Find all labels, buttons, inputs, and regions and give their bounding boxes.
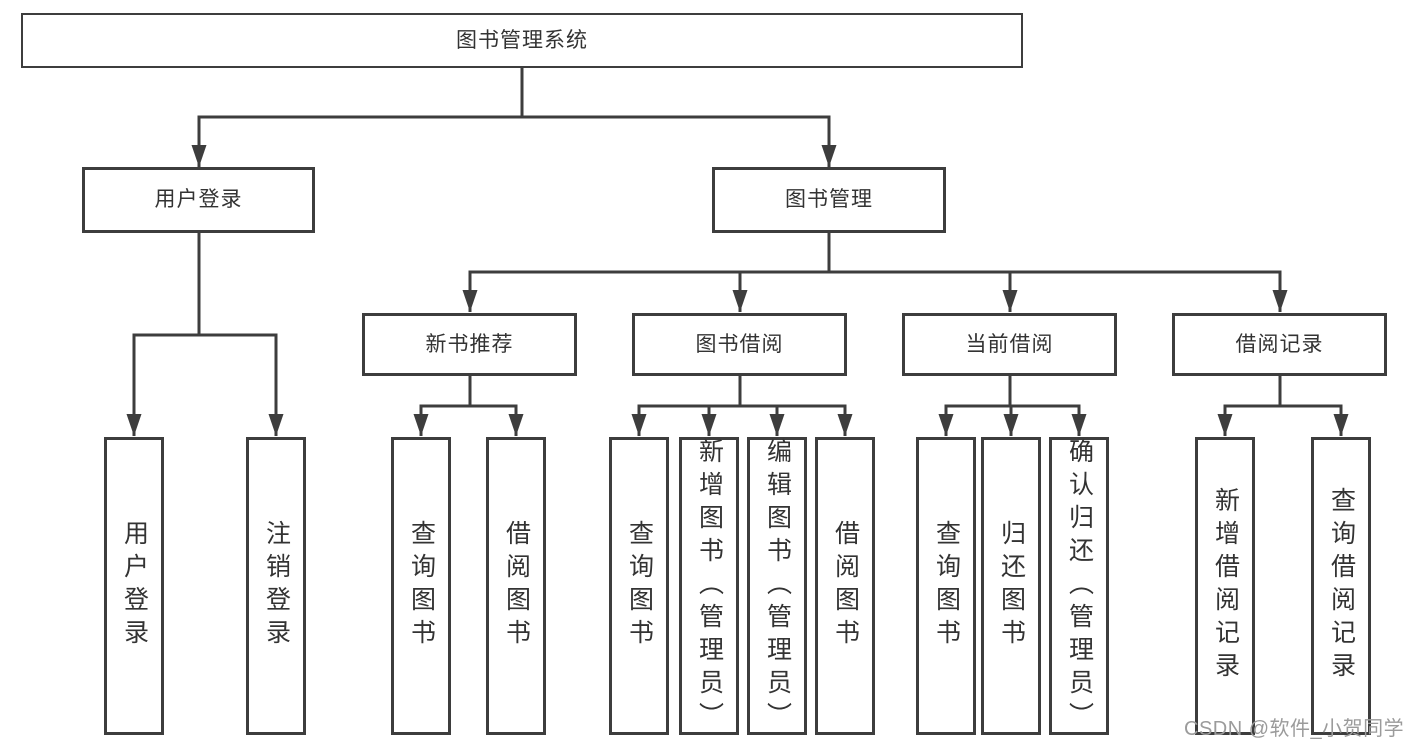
connector-root-to-level2 (191, 68, 837, 167)
csdn-watermark: CSDN @软件_小贺同学 (1184, 718, 1405, 740)
node-label: 借阅图书 (831, 520, 860, 652)
node-label: 归还图书 (997, 520, 1026, 652)
leaf-add-books-admin: 新增图书（管理员） (679, 437, 739, 735)
node-new-book-recommendation: 新书推荐 (362, 313, 577, 376)
node-current-borrowing: 当前借阅 (902, 313, 1117, 376)
node-label: 查询借阅记录 (1327, 487, 1356, 685)
node-label: 查询图书 (407, 520, 436, 652)
leaf-query-books-recommend: 查询图书 (391, 437, 451, 735)
connector-book-management-to-level3 (462, 233, 1288, 312)
leaf-add-borrow-record: 新增借阅记录 (1195, 437, 1255, 735)
node-label: 新增借阅记录 (1211, 487, 1240, 685)
node-label: 查询图书 (625, 520, 654, 652)
node-label: 注销登录 (262, 520, 291, 652)
leaf-query-books-borrowing: 查询图书 (609, 437, 669, 735)
node-library-management-system: 图书管理系统 (21, 13, 1023, 68)
leaf-borrow-books-borrowing: 借阅图书 (815, 437, 875, 735)
node-label: 用户登录 (120, 520, 149, 652)
node-user-login: 用户登录 (82, 167, 315, 233)
node-label: 新增图书（管理员） (695, 437, 724, 735)
leaf-user-login: 用户登录 (104, 437, 164, 735)
node-label: 编辑图书（管理员） (763, 437, 792, 735)
connector-borrowing-records-to-leaves (1217, 376, 1349, 436)
leaf-borrow-books-recommend: 借阅图书 (486, 437, 546, 735)
node-label: 图书借阅 (695, 332, 784, 356)
leaf-logout: 注销登录 (246, 437, 306, 735)
node-book-borrowing: 图书借阅 (632, 313, 847, 376)
leaf-query-books-current: 查询图书 (916, 437, 976, 735)
node-book-management: 图书管理 (712, 167, 946, 233)
node-label: 借阅记录 (1235, 332, 1324, 356)
node-label: 当前借阅 (965, 332, 1054, 356)
node-label: 借阅图书 (502, 520, 531, 652)
leaf-confirm-return-admin: 确认归还（管理员） (1049, 437, 1109, 735)
leaf-query-borrow-record: 查询借阅记录 (1311, 437, 1371, 735)
node-label: 新书推荐 (425, 332, 514, 356)
node-label: 图书管理 (785, 188, 873, 212)
connector-current-borrowing-to-leaves (938, 376, 1087, 436)
node-label: 查询图书 (932, 520, 961, 652)
connector-book-borrowing-to-leaves (631, 376, 853, 436)
leaf-edit-books-admin: 编辑图书（管理员） (747, 437, 807, 735)
node-borrowing-records: 借阅记录 (1172, 313, 1387, 376)
node-label: 图书管理系统 (456, 28, 588, 52)
node-label: 确认归还（管理员） (1065, 437, 1094, 735)
node-label: 用户登录 (154, 188, 243, 212)
leaf-return-books: 归还图书 (981, 437, 1041, 735)
connector-new-book-to-leaves (413, 376, 524, 436)
connector-user-login-to-leaves (126, 233, 284, 436)
